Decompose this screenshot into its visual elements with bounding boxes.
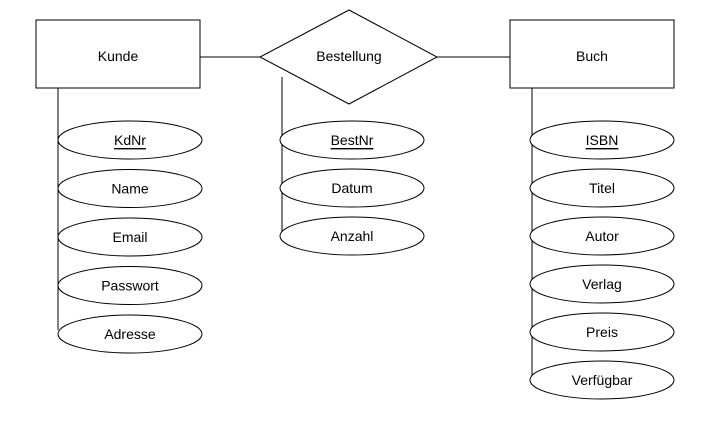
attribute-label: Email [112, 229, 147, 245]
relationship-bestellung-label: Bestellung [316, 48, 381, 64]
attribute-ellipse [57, 266, 203, 305]
attribute-label: Autor [585, 228, 619, 244]
attribute-bestellung-bestnr: BestNr [279, 120, 425, 160]
attribute-label: Titel [589, 180, 615, 196]
primary-key-label: KdNr [114, 132, 146, 148]
entity-buch-box [509, 19, 675, 89]
attribute-ellipse [57, 217, 203, 257]
attribute-buch-verlag: Verlag [529, 264, 675, 304]
attribute-kunde-name: Name [57, 169, 203, 208]
entity-kunde: Kunde [35, 19, 201, 89]
attribute-label: Preis [586, 324, 618, 340]
attribute-buch-isbn: ISBN [529, 120, 675, 160]
attribute-ellipse [529, 216, 675, 256]
attribute-label: Name [111, 181, 149, 197]
primary-key-label: ISBN [586, 132, 619, 148]
attribute-buch-titel: Titel [529, 168, 675, 208]
attribute-bestellung-datum: Datum [279, 168, 425, 208]
attribute-label: Adresse [104, 326, 156, 342]
entity-kunde-label: Kunde [98, 48, 139, 64]
attribute-kunde-passwort: Passwort [57, 266, 203, 305]
attribute-ellipse [279, 216, 425, 256]
attribute-ellipse [57, 120, 203, 160]
attribute-ellipse [529, 168, 675, 208]
attribute-buch-verfuegbar: Verfügbar [529, 360, 675, 400]
attribute-ellipse [57, 314, 203, 354]
attribute-kunde-adresse: Adresse [57, 314, 203, 354]
attribute-kunde-email: Email [57, 217, 203, 257]
primary-key-label: BestNr [331, 132, 374, 148]
attribute-label: Datum [331, 180, 372, 196]
attribute-label: Verlag [582, 276, 622, 292]
attribute-ellipse [529, 264, 675, 304]
attribute-kunde-kdnr: KdNr [57, 120, 203, 160]
attribute-buch-autor: Autor [529, 216, 675, 256]
entity-kunde-box [35, 19, 201, 89]
relationship-bestellung: Bestellung [258, 9, 439, 105]
relationship-bestellung-diamond [258, 9, 439, 105]
attribute-ellipse [529, 120, 675, 160]
entity-buch: Buch [509, 19, 675, 89]
attribute-label: Anzahl [331, 228, 374, 244]
attribute-bestellung-anzahl: Anzahl [279, 216, 425, 256]
attribute-ellipse [279, 168, 425, 208]
attribute-ellipse [279, 120, 425, 160]
attribute-ellipse [57, 169, 203, 208]
entity-buch-label: Buch [576, 48, 608, 64]
attribute-ellipse [529, 360, 675, 400]
attribute-ellipse [529, 312, 675, 352]
attribute-label: Passwort [101, 278, 159, 294]
attribute-label: Verfügbar [572, 372, 633, 388]
attribute-buch-preis: Preis [529, 312, 675, 352]
